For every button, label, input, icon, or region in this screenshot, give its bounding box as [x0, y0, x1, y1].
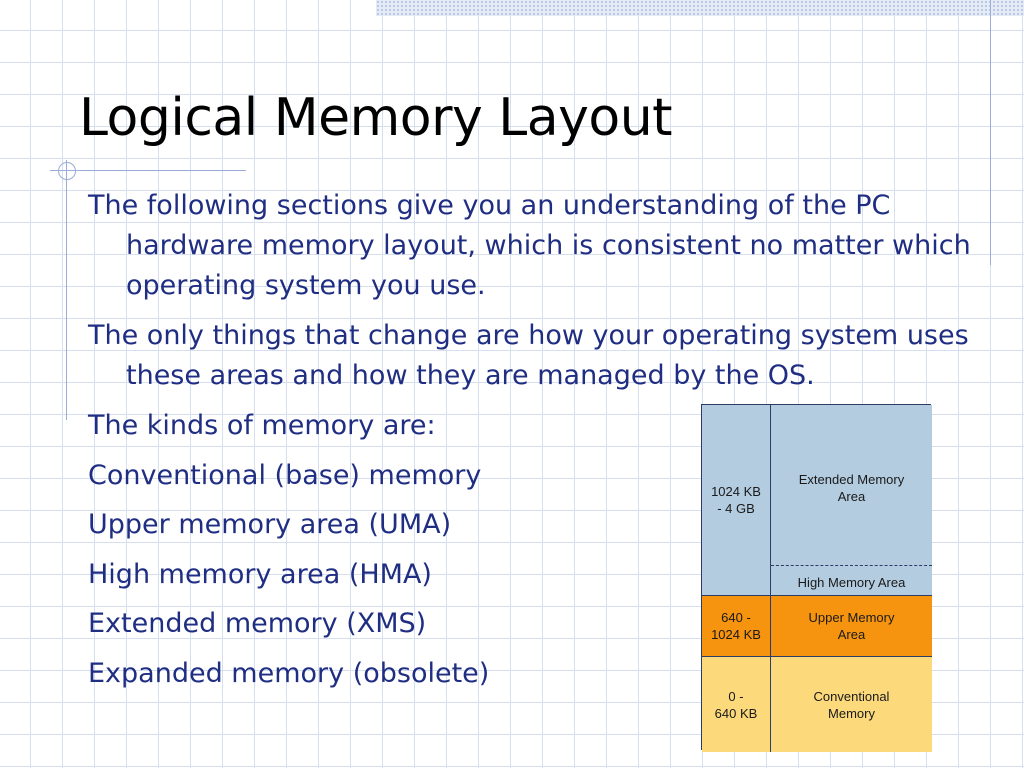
uma-range-cell: 640 - 1024 KB [702, 595, 771, 656]
memory-kind-uma: Upper memory area (UMA) [88, 509, 452, 540]
extended-area-cell: Extended Memory Area High Memory Area [771, 405, 932, 595]
extended-range-cell: 1024 KB - 4 GB [702, 405, 771, 595]
uma-range-line2: 1024 KB [711, 627, 761, 642]
uma-range-line1: 640 - [721, 610, 751, 625]
conventional-range-line1: 0 - [728, 688, 744, 704]
memory-kind-conventional: Conventional (base) memory [88, 459, 482, 491]
decorative-top-band [376, 0, 1024, 16]
extended-name-line2: Area [837, 489, 866, 504]
uma-area-cell: Upper Memory Area [771, 595, 932, 656]
memory-kind-xms: Extended memory (XMS) [88, 608, 427, 639]
list-intro: The kinds of memory are: [88, 410, 436, 441]
uma-name-line2: Area [837, 627, 866, 642]
hma-divider [771, 565, 932, 566]
memory-kind-hma: High memory area (HMA) [88, 558, 432, 590]
decorative-title-underline [50, 170, 246, 171]
decorative-right-line [990, 0, 991, 265]
hma-label: High Memory Area [797, 575, 906, 590]
conventional-name-line1: Conventional [813, 688, 890, 704]
extended-range-line2: - 4 GB [717, 501, 755, 516]
intro-paragraph: The following sections give you an under… [88, 190, 971, 301]
slide-body: The following sections give you an under… [88, 186, 993, 703]
memory-map-diagram: 1024 KB - 4 GB Extended Memory Area High… [701, 404, 932, 752]
conventional-area-cell: Conventional Memory [771, 656, 932, 752]
decorative-left-line [66, 160, 67, 420]
extended-area-label: Extended Memory Area [771, 471, 932, 505]
conventional-name-line2: Memory [828, 705, 875, 721]
conventional-range-cell: 0 - 640 KB [702, 656, 771, 752]
memory-kind-expanded: Expanded memory (obsolete) [88, 657, 490, 689]
decorative-circle [58, 162, 76, 180]
conventional-range-line2: 640 KB [714, 705, 758, 721]
slide-title: Logical Memory Layout [79, 88, 673, 148]
change-paragraph: The only things that change are how your… [88, 320, 969, 391]
uma-name-line1: Upper Memory [808, 610, 895, 625]
extended-name-line1: Extended Memory [798, 472, 905, 487]
extended-range-line1: 1024 KB [711, 484, 761, 499]
